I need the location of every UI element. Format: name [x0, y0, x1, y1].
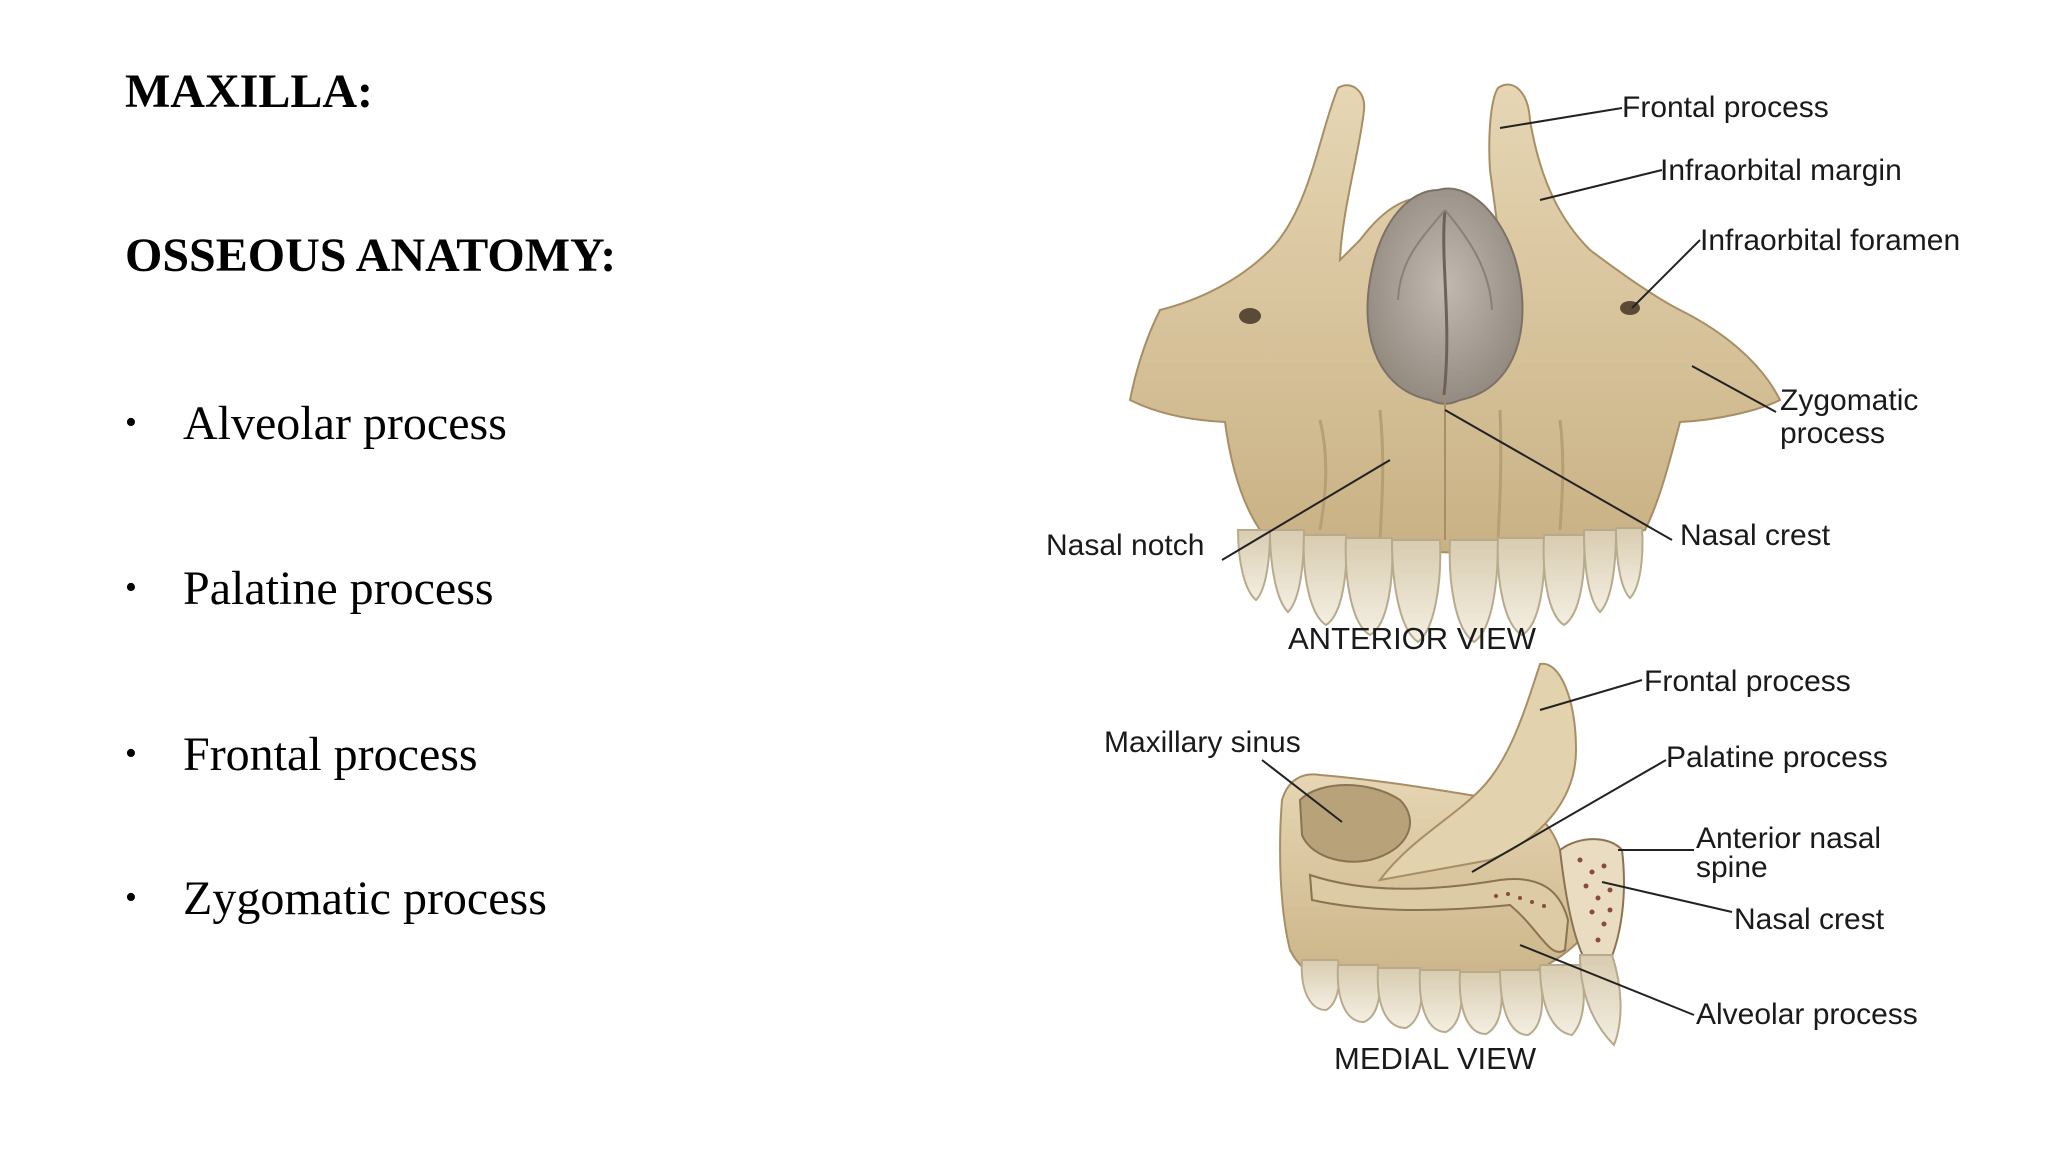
label-zygomatic-process-line2: process: [1780, 417, 1885, 450]
leader-medial-nasal-crest: [1601, 881, 1733, 913]
leader-zygomatic-process: [1691, 365, 1777, 413]
medial-teeth: [1300, 954, 1622, 1047]
leader-nasal-notch: [1221, 459, 1391, 561]
maxillary-sinus: [1298, 784, 1411, 863]
bullet-text: Palatine process: [183, 562, 494, 615]
label-anterior-nasal-spine-line2: spine: [1696, 851, 1768, 884]
bullet-dot: •: [125, 404, 137, 441]
label-infraorbital-margin: Infraorbital margin: [1660, 154, 1902, 187]
label-alveolar-process: Alveolar process: [1696, 998, 1918, 1031]
bullet-text: Alveolar process: [183, 397, 507, 450]
bullet-item: • Zygomatic process: [125, 871, 547, 926]
leader-alveolar-process: [1519, 944, 1695, 1016]
slide-title: MAXILLA:: [125, 65, 373, 118]
label-anterior-view: ANTERIOR VIEW: [1288, 621, 1537, 656]
anterior-teeth: [1236, 527, 1644, 644]
bullet-dot: •: [125, 569, 137, 606]
label-medial-frontal-process: Frontal process: [1644, 665, 1851, 698]
bullet-item: • Alveolar process: [125, 396, 507, 451]
leader-infraorbital-foramen: [1631, 239, 1701, 309]
label-nasal-crest: Nasal crest: [1680, 519, 1831, 552]
leader-palatine-process: [1471, 759, 1667, 873]
maxilla-illustration: Frontal process Infraorbital margin Infr…: [1046, 83, 1960, 1076]
leader-frontal-process: [1499, 107, 1623, 129]
label-infraorbital-foramen: Infraorbital foramen: [1700, 224, 1960, 257]
label-medial-nasal-crest: Nasal crest: [1734, 903, 1885, 936]
anterior-view: [1128, 83, 1782, 644]
leader-nasal-crest: [1444, 409, 1673, 541]
bullet-item: • Frontal process: [125, 727, 478, 782]
label-zygomatic-process-line1: Zygomatic: [1780, 384, 1918, 417]
label-medial-view: MEDIAL VIEW: [1334, 1041, 1537, 1076]
label-maxillary-sinus: Maxillary sinus: [1104, 726, 1301, 759]
bullet-dot: •: [125, 735, 137, 772]
leader-maxillary-sinus: [1261, 759, 1343, 823]
bullet-dot: •: [125, 879, 137, 916]
palatine-shelf: [1308, 873, 1570, 953]
bullet-item: • Palatine process: [125, 561, 494, 616]
label-palatine-process: Palatine process: [1666, 741, 1888, 774]
maxilla-figure: Frontal process Infraorbital margin Infr…: [1020, 60, 2020, 1100]
label-frontal-process: Frontal process: [1622, 91, 1829, 124]
medial-frontal-process: [1377, 662, 1578, 882]
label-anterior-nasal-spine-line1: Anterior nasal: [1696, 822, 1881, 855]
leader-medial-frontal-process: [1539, 679, 1643, 711]
slide-subtitle: OSSEOUS ANATOMY:: [125, 229, 617, 282]
marrow-dots: [1494, 857, 1613, 943]
bullet-text: Frontal process: [183, 728, 478, 781]
infraorbital-foramen-right: [1239, 308, 1261, 324]
leader-infraorbital-margin: [1539, 169, 1663, 201]
bullet-text: Zygomatic process: [183, 872, 547, 925]
label-nasal-notch: Nasal notch: [1046, 529, 1204, 562]
medial-view: [1279, 662, 1625, 1047]
